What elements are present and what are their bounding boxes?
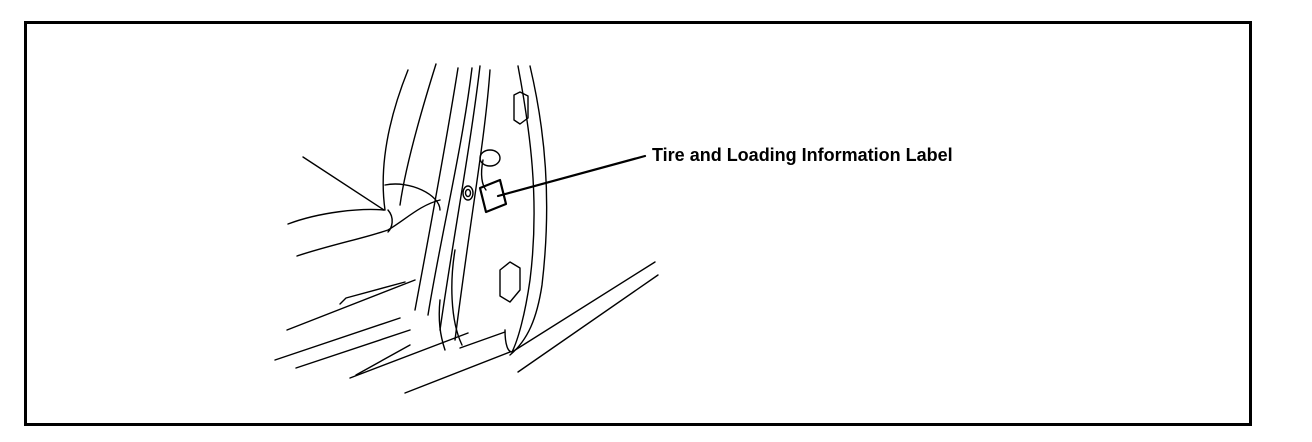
door-frame-outer <box>511 65 535 353</box>
sill-line-3 <box>295 329 411 369</box>
seat-side-curve <box>384 183 441 211</box>
sill-line-8 <box>511 261 656 353</box>
door-frame-edge <box>504 329 513 353</box>
striker-stem <box>480 159 487 191</box>
seat-back-outline <box>382 69 409 211</box>
sill-line-1 <box>286 279 416 331</box>
figure-frame <box>24 21 1252 426</box>
pillar-edge-1 <box>414 67 459 311</box>
sill-line-10 <box>459 331 506 349</box>
seat-back-inner <box>399 63 437 206</box>
striker-round <box>479 149 501 167</box>
tire-label-square <box>478 178 508 214</box>
pillar-edge-4 <box>454 69 491 341</box>
lower-bumper <box>499 261 521 303</box>
sill-line-5 <box>355 344 411 376</box>
pillar-edge-2 <box>427 67 473 316</box>
sill-line-6 <box>339 281 406 305</box>
striker-bolt-inner <box>464 188 472 198</box>
seat-cushion-line <box>302 156 385 211</box>
pillar-lower-1 <box>438 299 446 351</box>
callout-leader-line <box>496 154 647 198</box>
tire-label-callout: Tire and Loading Information Label <box>652 145 953 165</box>
door-frame-inner <box>509 65 548 356</box>
sill-line-2 <box>274 317 401 361</box>
seat-cushion-bottom <box>296 199 441 257</box>
pillar-edge-3 <box>439 65 481 331</box>
sill-line-7 <box>404 351 511 394</box>
striker-bolt <box>462 185 474 201</box>
sill-line-4 <box>349 332 469 379</box>
seat-cushion-top <box>287 208 385 225</box>
seat-cushion-front <box>387 209 393 233</box>
upper-bumper <box>513 91 529 125</box>
sill-line-9 <box>517 274 659 373</box>
